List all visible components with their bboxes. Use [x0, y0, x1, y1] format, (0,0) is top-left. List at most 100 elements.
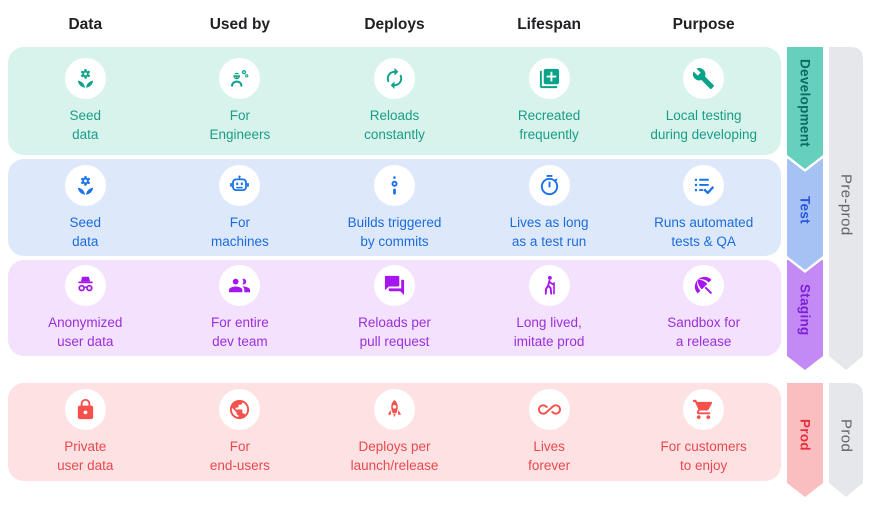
cell-label: Anonymized user data	[48, 315, 123, 349]
checklist-icon	[692, 174, 715, 197]
cell-label: Seed data	[69, 214, 102, 249]
icon-circle	[64, 389, 106, 430]
cell-test-used-by: For machines	[163, 164, 318, 251]
cell-dev-purpose: Local testing during developing	[626, 58, 781, 144]
robot-icon	[228, 174, 251, 197]
forum-icon	[383, 274, 406, 297]
column-header-purpose: Purpose	[672, 16, 735, 33]
cell-staging-deploys: Reloads per pull request	[317, 265, 472, 351]
cell-label: Private user data	[57, 439, 114, 473]
infinity-icon	[538, 398, 561, 421]
cell-prod-deploys: Deploys per launch/release	[317, 389, 472, 475]
cell-label: Recreated frequently	[517, 108, 581, 142]
icon-circle	[64, 164, 106, 206]
ribbon-test: Test	[787, 159, 823, 270]
commit-icon	[383, 174, 406, 197]
icon-circle	[219, 164, 261, 206]
column-header-used-by: Used by	[209, 16, 271, 33]
sync-icon	[383, 67, 406, 90]
cell-label: Long lived, imitate prod	[513, 315, 585, 349]
icon-circle	[219, 389, 261, 430]
cell-test-data: Seed data	[8, 164, 163, 251]
lock-icon	[74, 398, 97, 421]
group-icon	[228, 274, 251, 297]
row-development: Seed data For Engineers Reloads constant…	[8, 47, 781, 155]
icon-circle	[64, 265, 106, 306]
seed-icon	[74, 174, 97, 197]
cell-label: Local testing during developing	[650, 108, 757, 142]
icon-circle	[373, 164, 415, 206]
column-header-data: Data	[68, 16, 103, 33]
cell-test-lifespan: Lives as long as a test run	[472, 164, 627, 251]
icon-circle	[373, 265, 415, 306]
cell-label: For end-users	[209, 439, 270, 473]
cell-label: For Engineers	[209, 108, 271, 142]
ribbon-prod-group: Prod	[829, 383, 863, 497]
globe-icon	[228, 398, 251, 421]
cell-staging-lifespan: Long lived, imitate prod	[472, 265, 627, 351]
ribbon-staging: Staging	[787, 260, 823, 370]
ribbon-development-label: Development	[797, 58, 813, 148]
icon-circle	[64, 58, 106, 99]
icon-circle	[528, 389, 570, 430]
cell-prod-used-by: For end-users	[163, 389, 318, 475]
cart-icon	[692, 398, 715, 421]
cell-label: Builds triggered by commits	[347, 214, 442, 249]
cell-dev-data: Seed data	[8, 58, 163, 144]
column-header-lifespan: Lifespan	[517, 16, 581, 33]
cell-dev-used-by: For Engineers	[163, 58, 318, 144]
icon-circle	[373, 389, 415, 430]
library-add-icon	[538, 67, 561, 90]
cell-label: For entire dev team	[211, 315, 269, 349]
icon-circle	[219, 58, 261, 99]
cell-label: Lives as long as a test run	[509, 214, 589, 249]
cell-label: Runs automated tests & QA	[654, 214, 754, 249]
icon-circle	[528, 58, 570, 99]
cell-label: Seed data	[69, 108, 102, 142]
rocket-icon	[383, 398, 406, 421]
ribbon-development: Development	[787, 47, 823, 169]
ribbon-test-label: Test	[797, 195, 813, 224]
cell-test-purpose: Runs automated tests & QA	[626, 164, 781, 251]
cell-label: Reloads constantly	[364, 108, 425, 142]
icon-circle	[683, 389, 725, 430]
ribbon-pre-prod-label: Pre-prod	[837, 173, 855, 236]
row-staging: Anonymized user data For entire dev team…	[8, 260, 781, 356]
cell-test-deploys: Builds triggered by commits	[317, 164, 472, 251]
umbrella-icon	[692, 274, 715, 297]
cell-staging-purpose: Sandbox for a release	[626, 265, 781, 351]
ribbon-prod-label: Prod	[797, 419, 813, 451]
column-header-deploys: Deploys	[364, 16, 425, 33]
row-test: Seed data For machines Builds triggered …	[8, 159, 781, 256]
engineers-icon	[228, 67, 251, 90]
icon-circle	[219, 265, 261, 306]
icon-circle	[528, 265, 570, 306]
icon-circle	[683, 265, 725, 306]
column-headers: Data Used by Deploys Lifespan Purpose	[8, 16, 781, 34]
cell-label: Lives forever	[528, 439, 571, 473]
cell-label: Deploys per launch/release	[350, 439, 439, 473]
ribbon-staging-label: Staging	[797, 284, 813, 336]
cell-staging-used-by: For entire dev team	[163, 265, 318, 351]
incognito-icon	[74, 274, 97, 297]
timer-icon	[538, 174, 561, 197]
seed-icon	[74, 67, 97, 90]
cell-label: For customers to enjoy	[660, 439, 747, 473]
ribbon-prod: Prod	[787, 383, 823, 497]
cell-staging-data: Anonymized user data	[8, 265, 163, 351]
cell-prod-data: Private user data	[8, 389, 163, 475]
wrench-icon	[692, 67, 715, 90]
ribbon-pre-prod: Pre-prod	[829, 47, 863, 370]
cell-label: Sandbox for a release	[667, 315, 741, 349]
cell-dev-deploys: Reloads constantly	[317, 58, 472, 144]
cell-label: For machines	[211, 214, 269, 249]
icon-circle	[683, 164, 725, 206]
cell-label: Reloads per pull request	[358, 315, 431, 349]
cell-prod-purpose: For customers to enjoy	[626, 389, 781, 475]
icon-circle	[528, 164, 570, 206]
icon-circle	[683, 58, 725, 99]
cell-prod-lifespan: Lives forever	[472, 389, 627, 475]
icon-circle	[373, 58, 415, 99]
row-prod: Private user data For end-users Deploys …	[8, 383, 781, 481]
